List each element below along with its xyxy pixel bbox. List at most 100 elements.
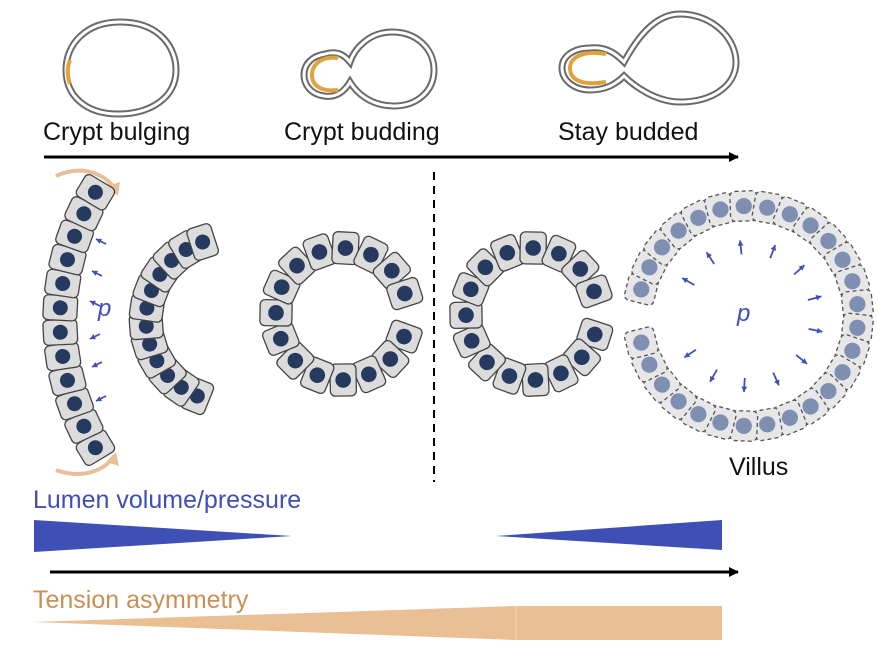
- nucleus: [273, 330, 289, 347]
- nucleus: [289, 257, 305, 274]
- pressure-arrow-villus-head: [741, 386, 748, 392]
- ring-cell: [302, 233, 337, 271]
- nucleus: [633, 281, 650, 298]
- nucleus: [463, 333, 480, 349]
- villus-cell: [751, 407, 784, 442]
- nucleus: [195, 234, 211, 250]
- pressure-arrow-left-head: [90, 334, 96, 340]
- ring-cell: [371, 340, 410, 379]
- ring-cell-2: [576, 317, 614, 352]
- nucleus: [499, 245, 516, 261]
- ring-cell: [386, 276, 424, 311]
- tension-arrow-bottom-head: [106, 452, 119, 466]
- nucleus: [586, 326, 603, 343]
- nucleus: [87, 184, 103, 200]
- ring-cell: [261, 321, 300, 356]
- nucleus: [55, 276, 71, 292]
- pressure-arrow-villus-head: [682, 278, 689, 284]
- pressure-arrow-villus-head: [770, 245, 777, 251]
- nucleus: [586, 283, 602, 300]
- nucleus: [309, 367, 326, 383]
- nucleus: [633, 334, 650, 351]
- organoid-bulging-shape: [62, 18, 180, 118]
- bulging-cell: [48, 243, 87, 276]
- bulge-tension-mark: [65, 59, 72, 85]
- nucleus: [690, 209, 707, 226]
- pressure-arrow-left-head: [96, 396, 102, 402]
- nucleus: [139, 300, 155, 316]
- nucleus: [759, 416, 776, 433]
- nucleus: [396, 328, 412, 345]
- ring-cell: [331, 231, 360, 266]
- ring-cell: [276, 341, 315, 380]
- nucleus: [712, 414, 729, 431]
- nucleus: [820, 382, 837, 400]
- ring-cell-2: [452, 323, 491, 359]
- nucleus: [479, 354, 495, 371]
- villus-label: Villus: [729, 453, 789, 481]
- nucleus: [735, 417, 752, 435]
- nucleus: [690, 406, 707, 423]
- ring-cell-2: [490, 233, 525, 272]
- nucleus: [553, 365, 569, 382]
- pressure-arrow-villus-head: [706, 252, 712, 259]
- ring-cell-2: [466, 248, 505, 287]
- nucleus: [844, 273, 861, 290]
- tension-gradient-wedge: [34, 606, 722, 640]
- nucleus: [52, 324, 68, 340]
- nucleus: [849, 296, 866, 313]
- pressure-symbol-left: p: [98, 295, 112, 322]
- nucleus: [525, 240, 541, 256]
- epithelium-layer: [42, 174, 874, 466]
- nucleus: [641, 356, 658, 373]
- nucleus: [849, 319, 866, 336]
- lumen-gradient-label: Lumen volume/pressure: [33, 486, 302, 514]
- nucleus: [87, 440, 103, 456]
- pressure-arrow-villus-head: [684, 352, 691, 358]
- pressure-arrow-villus-head: [801, 358, 808, 364]
- organoid-budded-shape: [558, 10, 740, 106]
- pressure-arrow-villus-head: [737, 240, 744, 246]
- nucleus: [268, 305, 284, 321]
- nucleus: [653, 239, 671, 256]
- organoid-budding-shape: [300, 28, 438, 110]
- pressure-arrow-left-head: [90, 300, 96, 306]
- pressure-arrow-villus-head: [774, 379, 780, 386]
- nucleus: [712, 201, 729, 218]
- nucleus: [501, 368, 518, 384]
- ring-cell: [329, 363, 357, 397]
- bud-tension-mark: [309, 55, 339, 93]
- nucleus: [551, 245, 567, 262]
- bulging-cell: [48, 364, 87, 397]
- bulging-cell: [75, 174, 116, 211]
- ring-cell-2: [492, 357, 527, 395]
- nucleus: [574, 349, 590, 366]
- ring-cell-2: [575, 274, 613, 309]
- ring-cell-2: [561, 249, 600, 288]
- villus-cell: [704, 192, 737, 227]
- ring-cell: [351, 355, 387, 394]
- nucleus: [287, 352, 304, 369]
- pressure-arrow-left-head: [96, 238, 102, 244]
- bulging-cell: [44, 341, 82, 372]
- nucleus: [337, 240, 354, 256]
- nucleus: [802, 398, 819, 415]
- lumen-gradient-wedge-left: [34, 520, 292, 552]
- nucleus: [311, 244, 328, 260]
- ring-cell: [259, 299, 293, 327]
- nucleus: [572, 261, 589, 277]
- pressure-arrow-villus-head: [815, 294, 822, 301]
- ring-cell: [372, 251, 412, 290]
- nucleus: [463, 281, 479, 298]
- nucleus: [142, 336, 158, 352]
- pressure-arrow-villus-head: [710, 375, 716, 382]
- nucleus: [834, 251, 851, 268]
- pressure-arrow-villus-head: [816, 327, 823, 334]
- nucleus: [802, 217, 819, 234]
- lumen-gradient-wedge-right: [496, 520, 722, 550]
- villus-cell: [623, 326, 659, 359]
- nucleus: [363, 246, 379, 263]
- stage-label-budding: Crypt budding: [284, 118, 440, 146]
- ring-cell-2: [467, 343, 506, 382]
